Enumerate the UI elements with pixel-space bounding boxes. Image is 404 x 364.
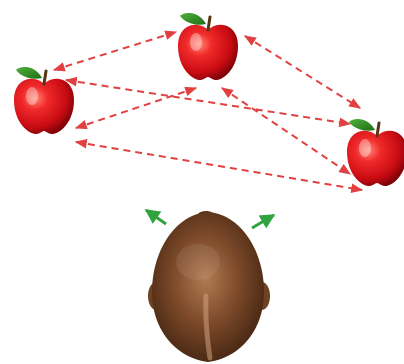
apple-right [347, 119, 404, 186]
connector-apple-top-to-apple-right-lower [222, 88, 350, 174]
connector-apple-top-to-apple-left [76, 88, 196, 128]
connector-apple-left-to-apple-top [54, 32, 176, 70]
apple-left [14, 67, 74, 134]
connector-apple-left-to-apple-right-lower [76, 142, 362, 190]
apple-icon [14, 67, 74, 134]
gaze-arrow-right [252, 215, 274, 228]
connector-apple-left-to-apple-right [66, 80, 350, 124]
apple-top [178, 13, 238, 80]
apple-icon [347, 119, 404, 186]
observer-head [148, 211, 270, 362]
gaze-arrow-left [146, 210, 166, 224]
apple-icon [178, 13, 238, 80]
head-top-view-icon [148, 211, 270, 362]
connector-apple-top-to-apple-right [245, 36, 360, 108]
